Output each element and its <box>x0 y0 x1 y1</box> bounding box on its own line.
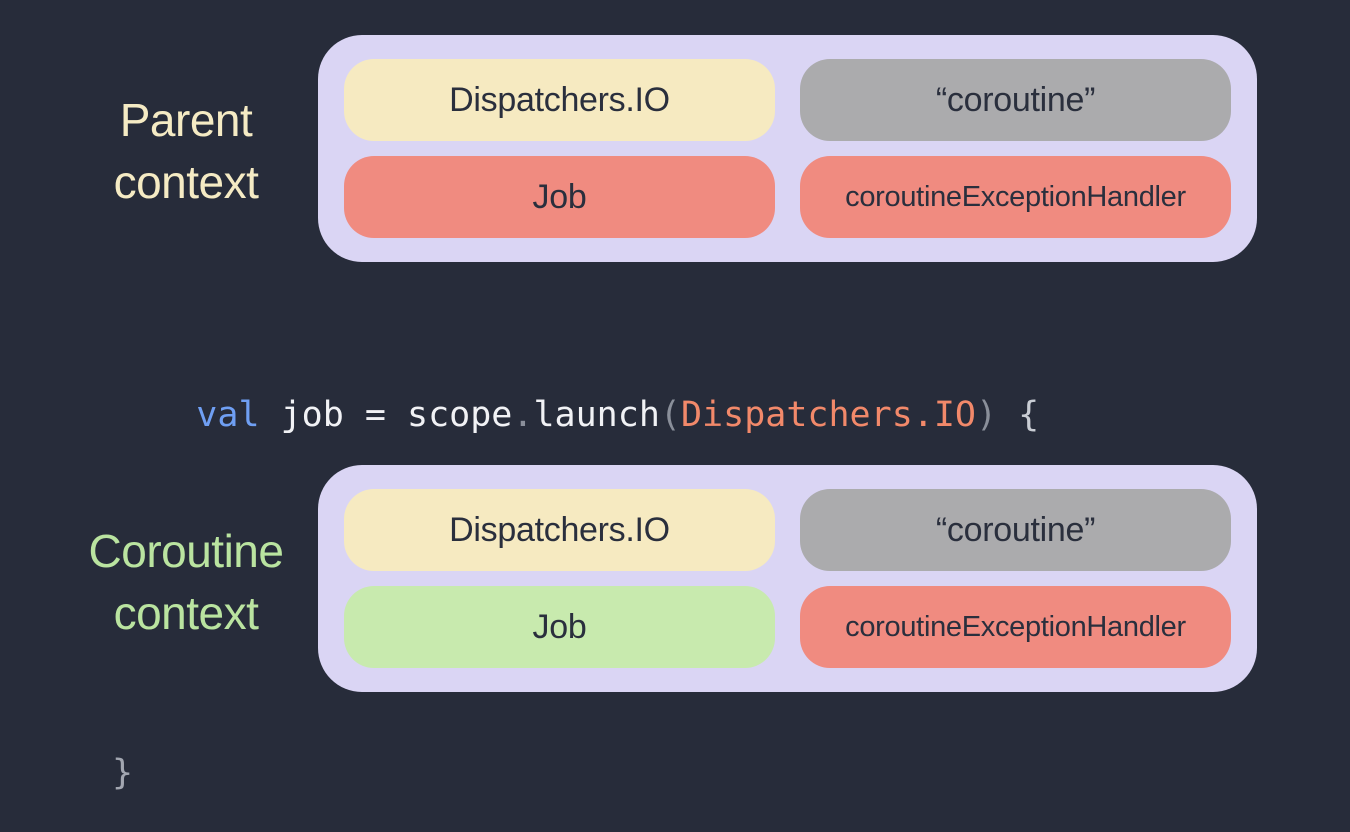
pill-dispatchers-io: Dispatchers.IO <box>344 59 775 141</box>
parent-context-box: Dispatchers.IO “coroutine” Job coroutine… <box>318 35 1257 262</box>
coroutine-context-label: Coroutine context <box>36 520 336 644</box>
code-token-close-paren: ) <box>976 395 998 435</box>
coroutine-context-label-line2: context <box>113 587 259 639</box>
code-token-val: val <box>196 395 260 435</box>
parent-context-label: Parent context <box>36 89 336 213</box>
code-line: val job = scope.launch(Dispatchers.IO) { <box>112 352 1039 478</box>
closing-brace: } <box>112 753 134 793</box>
code-token-open-brace: { <box>997 395 1040 435</box>
pill-coroutine-name: “coroutine” <box>800 59 1231 141</box>
code-token-open-paren: ( <box>659 395 681 435</box>
code-token-dispatchers-io: Dispatchers.IO <box>680 395 976 435</box>
coroutine-context-label-line1: Coroutine <box>88 525 284 577</box>
code-token-launch: launch <box>533 395 660 435</box>
pill-exception-handler: coroutineExceptionHandler <box>800 156 1231 238</box>
pill-job: Job <box>344 156 775 238</box>
parent-context-label-line1: Parent <box>119 94 253 146</box>
parent-context-label-line2: context <box>113 156 259 208</box>
pill-job: Job <box>344 586 775 668</box>
coroutine-context-box: Dispatchers.IO “coroutine” Job coroutine… <box>318 465 1257 692</box>
pill-dispatchers-io: Dispatchers.IO <box>344 489 775 571</box>
pill-exception-handler: coroutineExceptionHandler <box>800 586 1231 668</box>
pill-coroutine-name: “coroutine” <box>800 489 1231 571</box>
code-token-dot: . <box>512 395 534 435</box>
code-token-job-scope: job = scope <box>259 395 513 435</box>
